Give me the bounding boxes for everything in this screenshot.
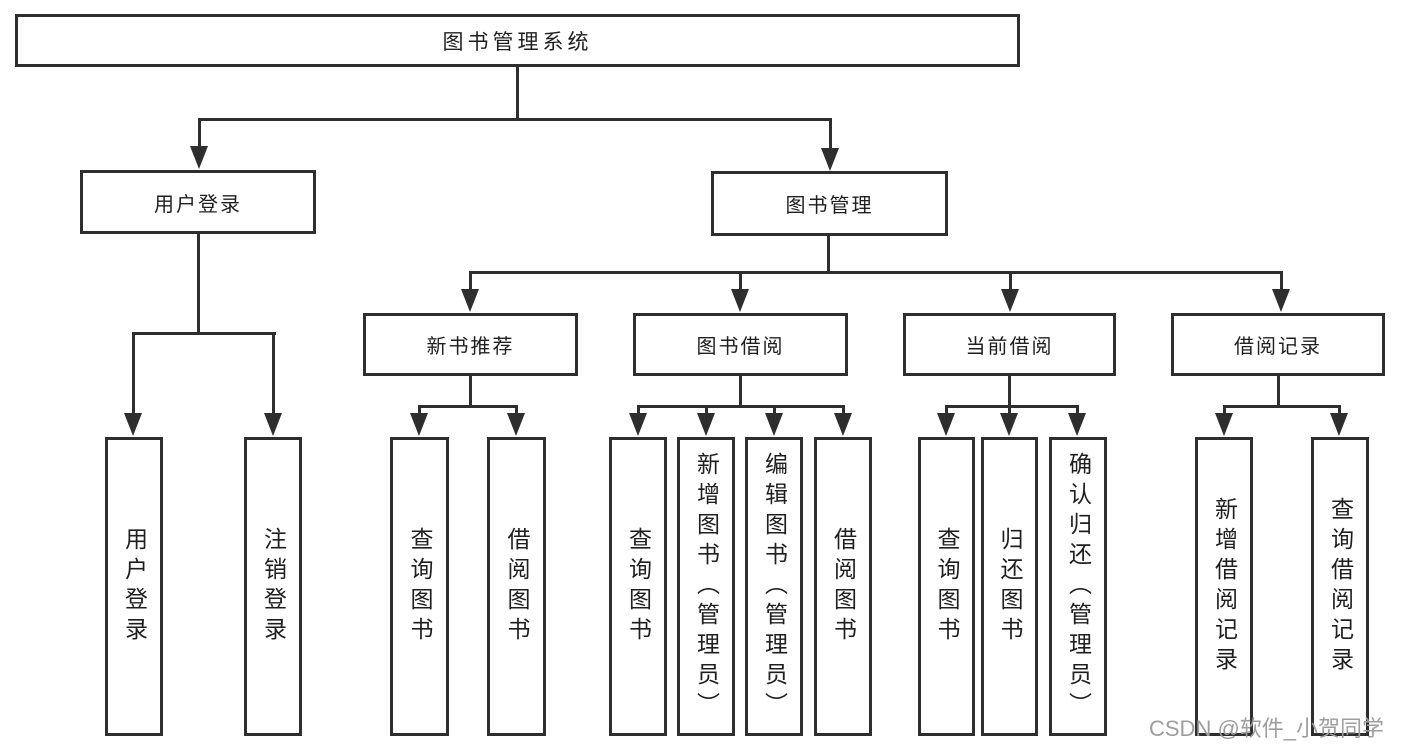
connector-line [637,405,845,408]
arrowhead-icon [264,413,282,436]
arrowhead-icon [1000,413,1018,436]
leaf-label: 借阅图书 [830,526,857,647]
connector-line [1280,271,1283,291]
leaf-edit-books-admin: 编辑图书（管理员） [745,437,803,736]
leaf-query-books-borrow: 查询图书 [609,437,667,736]
connector-line [637,405,640,415]
arrowhead-icon [1215,413,1233,436]
leaf-label: 查询图书 [407,526,433,647]
arrowhead-icon [765,413,783,436]
connector-line [272,332,275,415]
connector-line [419,405,518,408]
connector-line [739,271,742,291]
leaf-add-borrow-record: 新增借阅记录 [1195,437,1253,736]
leaf-query-borrow-record: 查询借阅记录 [1311,437,1369,736]
csdn-watermark: CSDN @软件_小贺同学 [1149,716,1385,741]
arrowhead-icon [1272,289,1290,312]
connector-line [1338,405,1341,415]
node-label: 图书管理系统 [442,30,593,54]
node-new-book-recommend: 新书推荐 [363,313,578,376]
connector-line [827,236,830,273]
connector-line [197,234,200,335]
connector-line [469,271,1283,274]
arrowhead-icon [190,146,208,169]
leaf-label: 归还图书 [997,526,1023,647]
connector-line [469,271,472,291]
arrowhead-icon [629,413,647,436]
connector-line [1223,405,1226,415]
arrowhead-icon [410,413,428,436]
arrowhead-icon [1001,289,1019,312]
leaf-borrow-books: 借阅图书 [814,437,872,736]
leaf-label: 查询图书 [625,526,652,647]
connector-line [829,118,832,149]
node-current-borrow: 当前借阅 [903,313,1116,376]
node-book-management: 图书管理 [711,171,948,236]
connector-line [516,67,519,121]
node-label: 借阅记录 [1234,336,1322,358]
node-label: 当前借阅 [965,336,1054,358]
connector-line [1009,271,1012,291]
arrowhead-icon [937,413,955,436]
connector-line [945,405,1079,408]
leaf-confirm-return-admin: 确认归还（管理员） [1049,437,1107,736]
leaf-label: 注销登录 [260,526,287,647]
arrowhead-icon [697,413,715,436]
leaf-query-books-current: 查询图书 [918,437,975,736]
node-label: 图书借阅 [696,336,785,358]
node-user-login: 用户登录 [80,170,316,234]
connector-line [1076,405,1079,415]
connector-line [705,405,708,415]
leaf-borrow-books-recommend: 借阅图书 [487,437,546,736]
leaf-logout-login: 注销登录 [244,437,302,736]
node-borrow-records: 借阅记录 [1171,313,1385,376]
leaf-label: 新增借阅记录 [1211,496,1238,677]
connector-line [842,405,845,415]
connector-line [1008,405,1011,415]
leaf-return-books: 归还图书 [981,437,1038,736]
arrowhead-icon [731,289,749,312]
arrowhead-icon [1068,413,1086,436]
arrowhead-icon [124,413,142,436]
connector-line [198,118,201,148]
node-label: 图书管理 [785,195,874,217]
leaf-label: 查询图书 [934,526,960,647]
connector-line [945,405,948,415]
leaf-label: 编辑图书（管理员） [761,451,788,722]
connector-line [1223,405,1341,408]
node-library-management-system: 图书管理系统 [15,14,1020,67]
arrowhead-icon [834,413,852,436]
leaf-query-books-recommend: 查询图书 [390,437,449,736]
connector-line [132,332,276,335]
leaf-label: 确认归还（管理员） [1065,451,1092,722]
node-label: 新书推荐 [426,336,515,358]
arrowhead-icon [1330,413,1348,436]
connector-line [739,376,742,408]
arrowhead-icon [821,148,839,171]
connector-line [132,332,135,415]
leaf-user-login: 用户登录 [105,437,163,736]
connector-line [198,118,832,121]
connector-line [1277,376,1280,408]
leaf-label: 借阅图书 [504,526,530,647]
arrowhead-icon [461,289,479,312]
node-book-borrow: 图书借阅 [633,313,848,376]
leaf-label: 用户登录 [121,526,148,647]
connector-line [515,405,518,415]
connector-line [418,405,421,415]
connector-line [1008,376,1011,408]
leaf-label: 新增图书（管理员） [693,451,720,722]
arrowhead-icon [507,413,525,436]
connector-line [773,405,776,415]
leaf-add-books-admin: 新增图书（管理员） [677,437,735,736]
node-label: 用户登录 [154,193,242,216]
connector-line [469,376,472,408]
leaf-label: 查询借阅记录 [1327,496,1354,677]
